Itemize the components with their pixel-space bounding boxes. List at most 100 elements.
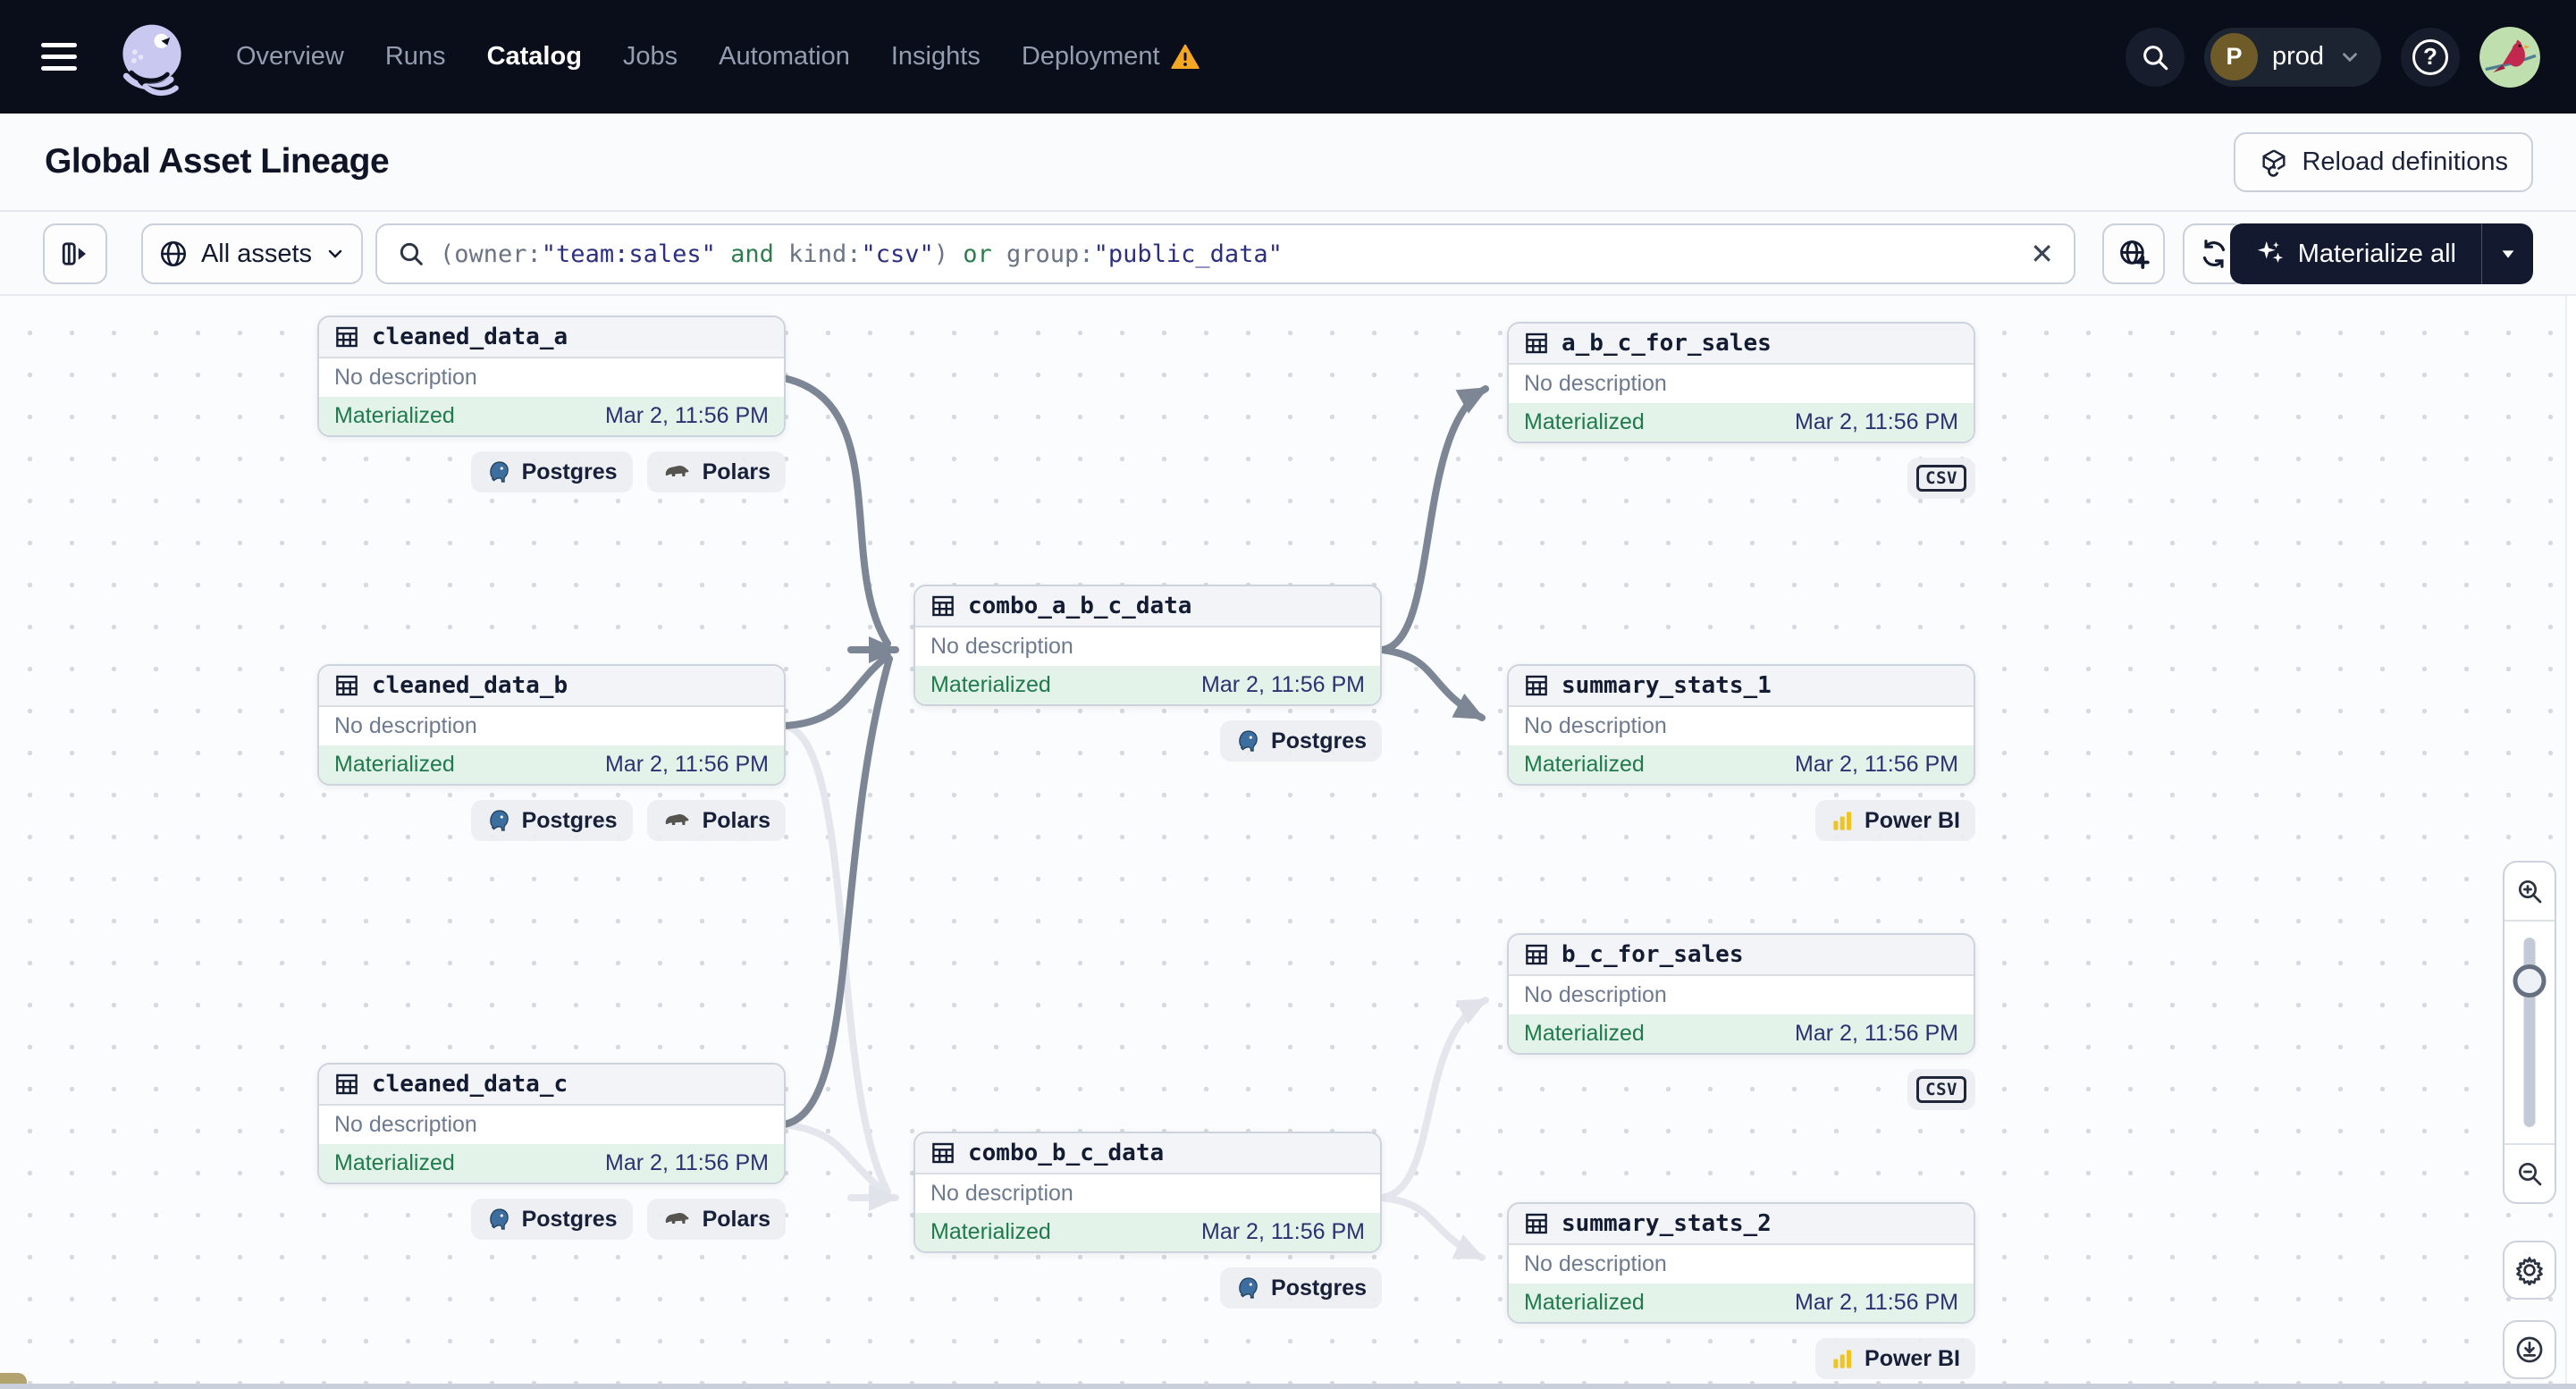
magnifier-icon bbox=[400, 242, 423, 265]
asset-node-b-c-for-sales[interactable]: b_c_for_sales No description Materialize… bbox=[1507, 933, 1975, 1110]
download-icon[interactable] bbox=[2503, 1320, 2556, 1379]
table-icon bbox=[1526, 675, 1547, 696]
table-icon bbox=[1526, 1213, 1547, 1234]
materialize-options-caret[interactable] bbox=[2481, 223, 2533, 284]
materialize-all-button[interactable]: Materialize all bbox=[2230, 223, 2481, 284]
asset-description: No description bbox=[1509, 707, 1974, 745]
hamburger-icon[interactable] bbox=[41, 37, 86, 78]
table-icon bbox=[336, 1073, 358, 1095]
postgres-icon bbox=[1239, 729, 1258, 752]
globe-add-icon[interactable] bbox=[2102, 223, 2165, 284]
deployment-switcher[interactable]: P prod bbox=[2203, 27, 2381, 87]
postgres-icon bbox=[489, 460, 509, 483]
asset-scope-dropdown[interactable]: All assets bbox=[141, 223, 363, 284]
reload-definitions-button[interactable]: Reload definitions bbox=[2234, 132, 2533, 192]
tag-label: Postgres bbox=[521, 807, 618, 833]
zoom-slider[interactable] bbox=[2504, 922, 2555, 1143]
asset-timestamp[interactable]: Mar 2, 11:56 PM bbox=[1201, 1219, 1365, 1244]
tag-polars[interactable]: Polars bbox=[646, 451, 786, 492]
page-title: Global Asset Lineage bbox=[45, 142, 390, 181]
edge-cleaned-b-to-combo-bc bbox=[780, 722, 891, 1195]
horizontal-scrollbar[interactable] bbox=[0, 1384, 2576, 1389]
tag-postgres[interactable]: Postgres bbox=[470, 451, 633, 492]
tag-postgres[interactable]: Postgres bbox=[1220, 720, 1382, 762]
edge-combo-abc-to-abc-sales bbox=[1378, 385, 1489, 653]
sparkles-icon bbox=[2257, 240, 2283, 263]
asset-node-cleaned-data-c[interactable]: cleaned_data_c No description Materializ… bbox=[317, 1063, 786, 1240]
asset-node-combo-b-c-data[interactable]: combo_b_c_data No description Materializ… bbox=[913, 1132, 1382, 1309]
asset-node-summary-stats-1[interactable]: summary_stats_1 No description Materiali… bbox=[1507, 664, 1975, 841]
tag-label: Postgres bbox=[1271, 1275, 1367, 1301]
asset-timestamp[interactable]: Mar 2, 11:56 PM bbox=[1795, 1290, 1958, 1315]
asset-name: cleaned_data_b bbox=[372, 672, 568, 699]
tag-postgres[interactable]: Postgres bbox=[1220, 1267, 1382, 1309]
reload-cube-icon bbox=[2262, 148, 2286, 177]
edge-cleaned-b-to-combo-abc bbox=[780, 652, 891, 729]
nav-item-automation[interactable]: Automation bbox=[719, 42, 850, 71]
vertical-scrollbar[interactable] bbox=[2565, 296, 2576, 1389]
asset-search-input[interactable]: (owner:"team:sales" and kind:"csv") or g… bbox=[375, 223, 2075, 284]
asset-status: Materialized bbox=[930, 672, 1051, 697]
tag-powerbi[interactable]: Power BI bbox=[1815, 1338, 1975, 1379]
tag-polars[interactable]: Polars bbox=[646, 800, 786, 841]
asset-name: cleaned_data_c bbox=[372, 1071, 568, 1098]
tag-postgres[interactable]: Postgres bbox=[470, 800, 633, 841]
caret-down-icon bbox=[2502, 250, 2513, 258]
avatar[interactable] bbox=[2479, 26, 2540, 88]
table-icon bbox=[336, 326, 358, 348]
search-icon[interactable] bbox=[2125, 27, 2185, 87]
asset-timestamp[interactable]: Mar 2, 11:56 PM bbox=[605, 1150, 769, 1175]
asset-timestamp[interactable]: Mar 2, 11:56 PM bbox=[1201, 672, 1365, 697]
asset-status: Materialized bbox=[334, 1150, 455, 1175]
lineage-toolbar: All assets (owner:"team:sales" and kind:… bbox=[0, 212, 2576, 296]
edge-cleaned-c-to-combo-bc bbox=[780, 1121, 891, 1198]
zoom-out-icon[interactable] bbox=[2504, 1143, 2555, 1202]
asset-node-combo-a-b-c-data[interactable]: combo_a_b_c_data No description Material… bbox=[913, 585, 1382, 762]
globe-icon bbox=[160, 240, 186, 267]
asset-node-cleaned-data-b[interactable]: cleaned_data_b No description Materializ… bbox=[317, 664, 786, 841]
csv-kind-icon: CSV bbox=[1916, 465, 1966, 492]
asset-node-cleaned-data-a[interactable]: cleaned_data_a No description Materializ… bbox=[317, 316, 786, 492]
tag-csv[interactable]: CSV bbox=[1907, 1069, 1975, 1110]
clear-x-icon[interactable]: ✕ bbox=[2030, 238, 2054, 270]
asset-description: No description bbox=[319, 358, 784, 397]
dagster-logo[interactable] bbox=[111, 16, 193, 98]
zoom-slider-thumb[interactable] bbox=[2513, 964, 2547, 998]
tag-polars[interactable]: Polars bbox=[646, 1199, 786, 1240]
materialize-all-split-button: Materialize all bbox=[2229, 223, 2533, 284]
top-nav: Overview Runs Catalog Jobs Automation In… bbox=[0, 0, 2576, 114]
asset-node-summary-stats-2[interactable]: summary_stats_2 No description Materiali… bbox=[1507, 1202, 1975, 1379]
nav-item-catalog[interactable]: Catalog bbox=[486, 42, 582, 71]
panel-toggle-icon[interactable] bbox=[43, 223, 107, 284]
tag-postgres[interactable]: Postgres bbox=[470, 1199, 633, 1240]
deployment-name: prod bbox=[2271, 42, 2324, 71]
asset-node-a-b-c-for-sales[interactable]: a_b_c_for_sales No description Materiali… bbox=[1507, 322, 1975, 499]
tag-powerbi[interactable]: Power BI bbox=[1815, 800, 1975, 841]
asset-name: b_c_for_sales bbox=[1562, 941, 1744, 968]
asset-description: No description bbox=[915, 1174, 1380, 1213]
asset-name: summary_stats_2 bbox=[1562, 1210, 1772, 1237]
asset-timestamp[interactable]: Mar 2, 11:56 PM bbox=[1795, 752, 1958, 777]
lineage-edges bbox=[780, 375, 1489, 1261]
polars-icon bbox=[665, 465, 688, 476]
asset-timestamp[interactable]: Mar 2, 11:56 PM bbox=[605, 403, 769, 428]
tag-label: Power BI bbox=[1865, 807, 1960, 833]
nav-item-deployment[interactable]: Deployment bbox=[1021, 42, 1160, 71]
asset-scope-label: All assets bbox=[200, 239, 313, 268]
nav-item-overview[interactable]: Overview bbox=[236, 42, 344, 71]
lineage-canvas[interactable]: cleaned_data_a No description Materializ… bbox=[0, 296, 2576, 1389]
asset-timestamp[interactable]: Mar 2, 11:56 PM bbox=[1795, 409, 1958, 434]
help-icon[interactable]: ? bbox=[2401, 27, 2460, 87]
nav-item-runs[interactable]: Runs bbox=[384, 42, 446, 71]
nav-item-insights[interactable]: Insights bbox=[890, 42, 981, 71]
asset-timestamp[interactable]: Mar 2, 11:56 PM bbox=[605, 752, 769, 777]
gear-icon[interactable] bbox=[2503, 1241, 2556, 1300]
zoom-in-icon[interactable] bbox=[2504, 863, 2555, 922]
asset-name: combo_b_c_data bbox=[968, 1140, 1165, 1166]
tag-csv[interactable]: CSV bbox=[1907, 458, 1975, 499]
nav-item-jobs[interactable]: Jobs bbox=[622, 42, 678, 71]
asset-timestamp[interactable]: Mar 2, 11:56 PM bbox=[1795, 1021, 1958, 1046]
asset-name: a_b_c_for_sales bbox=[1562, 330, 1772, 357]
polars-icon bbox=[665, 813, 688, 825]
